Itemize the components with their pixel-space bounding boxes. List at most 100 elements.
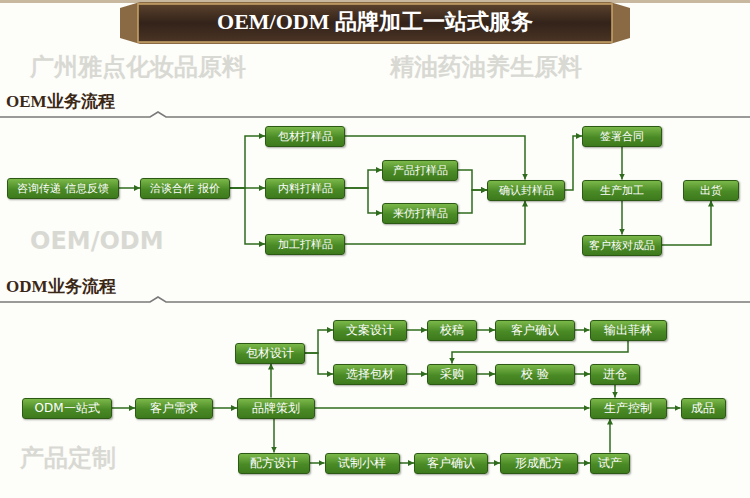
box-text: 生产控制 [604, 402, 652, 414]
title-banner: OEM/ODM 品牌加工一站式服务 [140, 4, 610, 40]
flow-arrow [112, 407, 135, 409]
flow-arrow [230, 188, 265, 244]
box-text: 出货 [700, 185, 722, 196]
process-box: 内料打样品 [265, 178, 345, 199]
flow-arrow [119, 187, 140, 189]
box-text: ODM一站式 [34, 402, 99, 414]
process-box: ODM一站式 [22, 398, 112, 419]
flow-arrow [477, 329, 495, 331]
box-text: 加工打样品 [278, 239, 333, 250]
box-text: 品牌策划 [252, 402, 300, 414]
process-box: 试制小样 [325, 453, 400, 474]
section-heading: ODM业务流程 [6, 278, 116, 297]
process-box: 包材设计 [235, 343, 305, 364]
box-text: 洽谈合作 报价 [150, 183, 220, 194]
flow-arrow [345, 201, 525, 245]
flow-arrow [488, 462, 500, 464]
flow-arrow [667, 407, 681, 409]
box-text: 成品 [691, 402, 715, 414]
flow-arrow [315, 407, 590, 409]
box-text: 产品打样品 [393, 165, 448, 176]
process-box: 加工打样品 [265, 234, 345, 255]
process-box: 洽谈合作 报价 [140, 178, 230, 199]
flow-arrow [575, 329, 590, 331]
flow-arrow [614, 385, 616, 398]
process-box: 品牌策划 [237, 398, 315, 419]
process-box: 来仿打样品 [382, 203, 458, 224]
flow-arrow [662, 201, 711, 246]
flow-arrow [213, 407, 237, 409]
section-heading: OEM业务流程 [6, 93, 115, 112]
flow-arrow [345, 136, 525, 180]
box-text: 输出菲林 [604, 324, 652, 336]
flow-arrow [575, 373, 590, 375]
flow-arrow [477, 373, 495, 375]
flow-arrow [621, 201, 623, 235]
flow-arrow [458, 190, 487, 213]
box-text: 校 验 [521, 368, 549, 380]
process-box: 签署合同 [582, 126, 662, 147]
box-text: 包材打样品 [278, 131, 333, 142]
flow-arrow [345, 170, 382, 188]
flow-arrow [270, 364, 272, 398]
flow-arrow [621, 147, 623, 180]
process-box: 选择包材 [333, 364, 407, 385]
box-text: 选择包材 [346, 368, 394, 380]
process-box: 配方设计 [238, 453, 310, 474]
process-box: 输出菲林 [590, 320, 667, 341]
flow-arrow [230, 136, 265, 188]
watermark: OEM/ODM [30, 228, 164, 254]
title-text: OEM/ODM 品牌加工一站式服务 [217, 7, 533, 37]
process-box: 出货 [683, 180, 739, 201]
box-text: 来仿打样品 [393, 208, 448, 219]
flow-arrow [345, 188, 382, 213]
flow-arrow [407, 329, 427, 331]
watermark: 广州雅点化妆品原料 [30, 54, 246, 80]
section-rule [0, 297, 750, 302]
box-text: 客户核对成品 [589, 240, 655, 251]
box-text: 形成配方 [515, 457, 563, 469]
flow-arrow [565, 136, 582, 190]
box-text: 校稿 [440, 324, 464, 336]
process-box: 客户确认 [414, 453, 488, 474]
box-text: 确认封样品 [499, 185, 554, 196]
process-box: 形成配方 [500, 453, 578, 474]
flow-arrow [578, 462, 590, 464]
watermark: 精油药油养生原料 [390, 54, 582, 80]
flow-arrow [310, 462, 325, 464]
box-text: 文案设计 [346, 324, 394, 336]
process-box: 咨询传递 信息反馈 [7, 178, 119, 199]
box-text: 咨询传递 信息反馈 [17, 183, 109, 194]
process-box: 产品打样品 [382, 160, 458, 181]
flow-arrow [609, 419, 611, 453]
box-text: 试产 [598, 457, 622, 469]
flow-arrow [452, 341, 628, 364]
watermark: 产品定制 [20, 445, 116, 471]
box-text: 客户确认 [511, 324, 559, 336]
box-text: 配方设计 [250, 457, 298, 469]
process-box: 确认封样品 [487, 180, 565, 201]
box-text: 客户需求 [150, 402, 198, 414]
process-box: 生产加工 [582, 180, 662, 201]
process-box: 进仓 [590, 364, 640, 385]
flow-arrow [273, 419, 275, 453]
box-text: 包材设计 [246, 347, 294, 359]
process-box: 校 验 [495, 364, 575, 385]
flow-arrow [407, 373, 427, 375]
box-text: 生产加工 [600, 185, 644, 196]
flow-arrow [305, 330, 333, 353]
box-text: 进仓 [603, 368, 627, 380]
process-box: 客户确认 [495, 320, 575, 341]
process-box: 试产 [590, 453, 630, 474]
process-box: 文案设计 [333, 320, 407, 341]
box-text: 采购 [440, 368, 464, 380]
flow-arrow [400, 462, 415, 464]
process-box: 客户需求 [135, 398, 213, 419]
process-box: 成品 [681, 398, 726, 419]
title-plate [138, 4, 612, 42]
process-box: 包材打样品 [265, 126, 345, 147]
process-box: 采购 [427, 364, 477, 385]
box-text: 客户确认 [427, 457, 475, 469]
flow-arrow [305, 353, 333, 374]
